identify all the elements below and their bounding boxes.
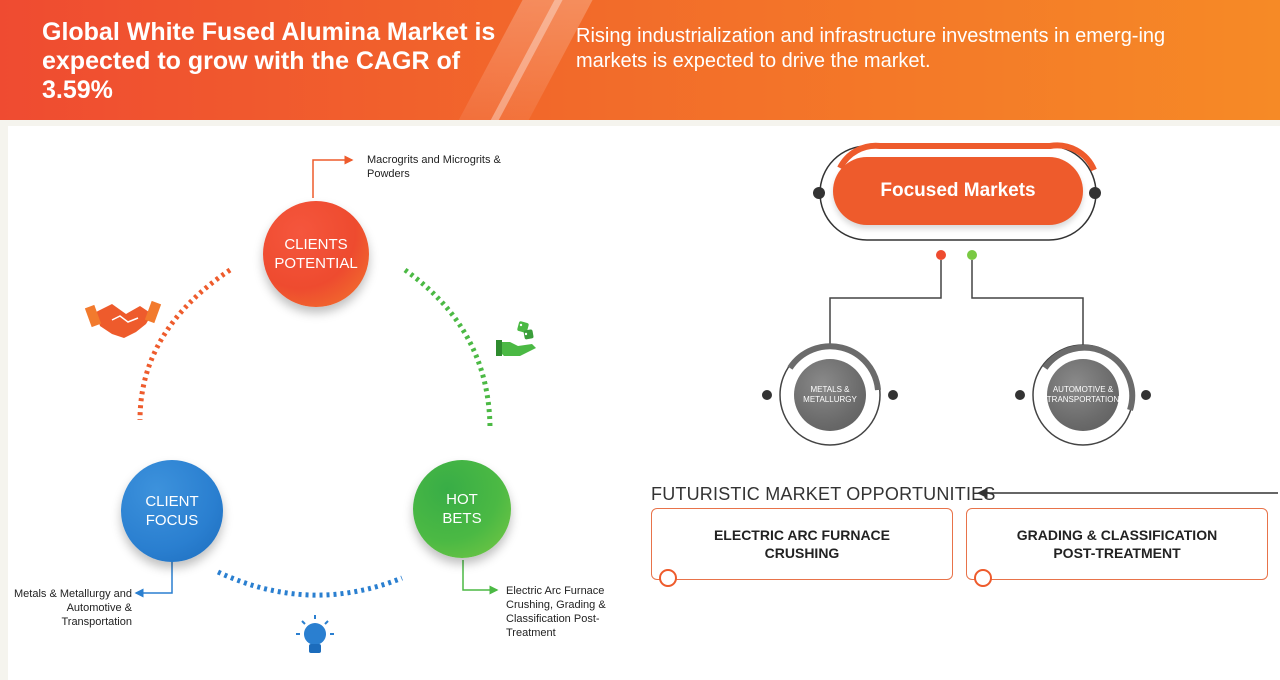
clients-potential-connector (312, 155, 354, 198)
client-focus-line1: CLIENT (145, 493, 199, 510)
clients-potential-note: Macrogrits and Microgrits & Powders (367, 154, 501, 180)
focused-markets-dot-left (813, 187, 825, 199)
lightbulb-icon (296, 615, 334, 653)
opportunity-label: GRADING & CLASSIFICATION POST-TREATMENT (1016, 527, 1218, 561)
header-title: Global White Fused Alumina Market is exp… (42, 18, 496, 104)
branch-dot-red (936, 250, 946, 260)
branch-line-metals (829, 260, 942, 352)
focused-markets-accent (837, 142, 1097, 172)
branch-line-automotive (971, 260, 1084, 352)
branch-dot-green (967, 250, 977, 260)
handshake-icon (84, 300, 162, 338)
clients-potential-line2: POTENTIAL (274, 255, 358, 272)
cycle-arc-bottom (216, 569, 403, 598)
opportunity-card: ELECTRIC ARC FURNACE CRUSHING (651, 508, 953, 580)
header-subtitle: Rising industrialization and infrastruct… (576, 25, 1166, 72)
client-focus-line2: FOCUS (145, 512, 199, 529)
hot-bets-note: Electric Arc Furnace Crushing, Grading &… (506, 585, 606, 639)
clients-potential-line1: CLIENTS (284, 236, 348, 253)
opportunity-ring (659, 569, 677, 587)
market-metals: METALS & METALLURGY (794, 359, 866, 431)
focused-markets-dot-right (1089, 187, 1101, 199)
opportunity-card: GRADING & CLASSIFICATION POST-TREATMENT (966, 508, 1268, 580)
client-focus-note: Metals & Metallurgy and Automotive & Tra… (14, 588, 132, 628)
hot-bets-connector (462, 560, 499, 595)
client-focus-node: CLIENT FOCUS (121, 460, 223, 562)
client-focus-connector (134, 560, 173, 598)
hot-bets-line1: HOT (446, 491, 478, 508)
hot-bets-line2: BETS (442, 510, 482, 527)
opportunity-label: ELECTRIC ARC FURNACE CRUSHING (713, 527, 891, 561)
hand-dice-icon (496, 321, 536, 356)
header-banner: Global White Fused Alumina Market is exp… (0, 0, 1280, 120)
opportunity-ring (974, 569, 992, 587)
focused-markets-title: Focused Markets (833, 157, 1083, 225)
clients-potential-node: CLIENTS POTENTIAL (263, 201, 369, 307)
futuristic-title: FUTURISTIC MARKET OPPORTUNITIES (651, 484, 996, 504)
cycle-arc-left (137, 267, 232, 421)
market-automotive: AUTOMOTIVE & TRANSPORTATION (1047, 359, 1119, 431)
hot-bets-node: HOT BETS (413, 460, 511, 558)
cycle-arc-right (403, 267, 493, 431)
